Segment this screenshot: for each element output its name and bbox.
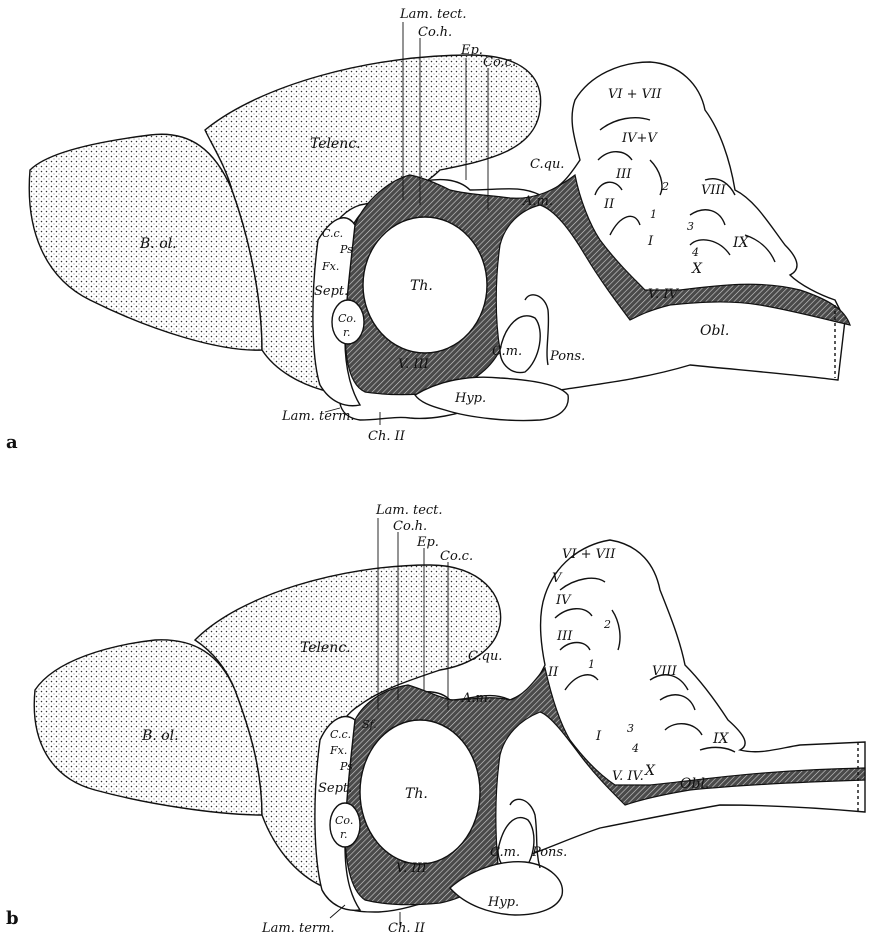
label-ep-b: Ep. [416, 535, 439, 550]
label-ix-a: IX [732, 235, 750, 251]
label-r-b: r. [340, 828, 348, 841]
label-co-c-b: Co.c. [440, 549, 473, 564]
label-a-m-b: A.m. [461, 691, 492, 706]
label-x-b: X [644, 763, 656, 779]
label-ch-ii-b: Ch. II [388, 921, 426, 936]
label-telenc-a: Telenc. [310, 136, 361, 152]
label-3-b: 3 [627, 722, 634, 735]
label-c-c-a: C.c. [322, 227, 343, 240]
label-1-b: 1 [588, 658, 595, 671]
label-c-c-b: C.c. [330, 728, 351, 741]
label-vi-vii-b: VI + VII [562, 547, 616, 562]
label-obl-b: Obl. [680, 776, 709, 792]
label-sept-a: Sept. [314, 284, 348, 299]
label-v-iii-b: V. III [396, 861, 428, 876]
label-lam-term-a: Lam. term. [281, 409, 355, 424]
label-ps-b: Ps [339, 760, 353, 773]
label-i-a: I [647, 234, 654, 249]
label-2-a: 2 [661, 180, 669, 193]
label-lam-tect-b: Lam. tect. [375, 503, 443, 518]
label-ix-b: IX [712, 731, 730, 747]
label-sf-b: Sf. [362, 718, 377, 731]
panel-label-b: b [6, 908, 19, 929]
label-co-a: Co. [338, 312, 356, 325]
label-ch-ii-a: Ch. II [368, 429, 406, 444]
label-1-a: 1 [650, 208, 657, 221]
label-sept-b: Sept. [318, 781, 352, 796]
label-pons-b: Pons. [531, 845, 567, 860]
label-r-a: r. [343, 326, 351, 339]
label-co-b: Co. [335, 814, 353, 827]
label-co-h-a: Co.h. [418, 25, 452, 40]
label-ii-b: II [547, 665, 559, 680]
label-viii-b: VIII [652, 664, 678, 679]
label-b-ol-b: B. ol. [141, 728, 179, 744]
label-i-b: I [595, 729, 602, 744]
label-b-ol-a: B. ol. [139, 236, 177, 252]
label-2-b: 2 [603, 618, 611, 631]
label-fx-b: Fx. [329, 744, 347, 757]
label-4-a: 4 [691, 246, 699, 259]
label-a-m-a: A.m. [522, 194, 553, 209]
leader-lam-term-b [330, 905, 345, 918]
label-3-a: 3 [687, 220, 694, 233]
label-obl-a: Obl. [700, 323, 729, 339]
label-x-a: X [691, 261, 703, 277]
label-c-qu-a: C.qu. [530, 157, 564, 172]
label-v-b: V [552, 571, 563, 586]
panel-b: Lam. tect. Co.h. Ep. Co.c. Telenc. C.qu.… [6, 503, 865, 936]
label-iv-v-a: IV+V [621, 131, 658, 146]
label-iii-b: III [556, 629, 573, 644]
label-v-iii-a: V. III [398, 357, 430, 372]
label-lam-term-b: Lam. term. [261, 921, 335, 936]
label-ps-a: Ps [339, 243, 353, 256]
label-th-b: Th. [405, 786, 428, 802]
label-co-c-a: Co.c. [483, 55, 516, 70]
label-iv-b: IV [555, 593, 572, 608]
label-vi-vii-a: VI + VII [608, 87, 662, 102]
label-hyp-b: Hyp. [487, 895, 519, 910]
label-th-a: Th. [410, 278, 433, 294]
label-co-h-b: Co.h. [393, 519, 427, 534]
label-c-qu-b: C.qu. [468, 649, 502, 664]
label-pons-a: Pons. [549, 349, 585, 364]
label-c-m-b: C.m. [490, 845, 520, 860]
label-hyp-a: Hyp. [454, 391, 486, 406]
label-c-m-a: C.m. [492, 344, 522, 359]
label-v-iv-b: V. IV. [612, 769, 644, 784]
label-fx-a: Fx. [321, 260, 339, 273]
panel-a: Lam. tect. Co.h. Ep. Co.c. Telenc. C.qu.… [6, 7, 850, 453]
panel-label-a: a [6, 432, 18, 453]
label-ep-a: Ep. [460, 43, 483, 58]
label-telenc-b: Telenc. [300, 640, 351, 656]
label-ii-a: II [603, 197, 615, 212]
label-4-b: 4 [631, 742, 639, 755]
label-lam-tect-a: Lam. tect. [399, 7, 467, 22]
label-iii-a: III [615, 167, 632, 182]
label-viii-a: VIII [701, 183, 727, 198]
label-v-iv-a: V. IV [648, 287, 680, 302]
